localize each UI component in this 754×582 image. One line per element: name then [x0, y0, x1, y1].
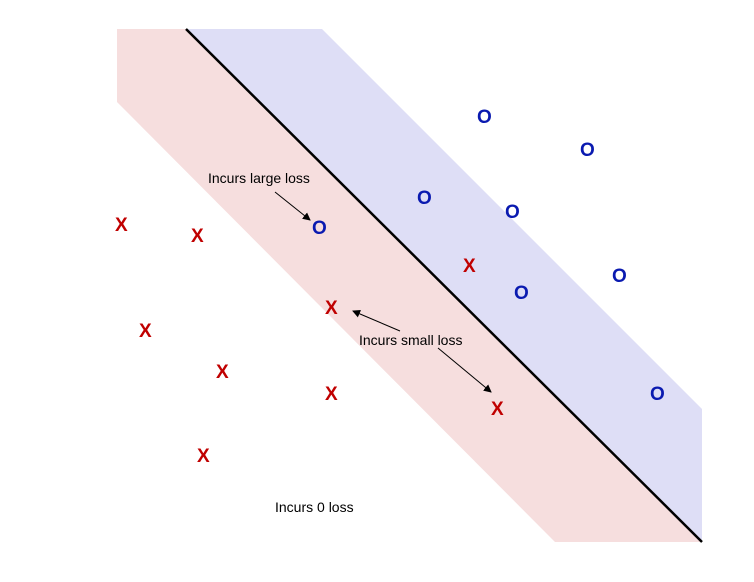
x-point: X: [115, 215, 128, 236]
o-class-points: O O O O O O O O: [312, 107, 665, 405]
x-point: X: [139, 321, 152, 342]
o-point: O: [580, 140, 595, 161]
o-point: O: [505, 202, 520, 223]
small-loss-arrow-up: [352, 310, 401, 332]
negative-margin-band: [117, 29, 702, 542]
small-loss-arrow-down: [437, 347, 492, 393]
o-point: O: [312, 218, 327, 239]
x-point: X: [216, 362, 229, 383]
small-loss-label: Incurs small loss: [359, 332, 462, 348]
x-point: X: [463, 256, 476, 277]
x-point: X: [325, 298, 338, 319]
o-point: O: [612, 266, 627, 287]
x-point: X: [325, 384, 338, 405]
o-point: O: [417, 188, 432, 209]
large-loss-label: Incurs large loss: [208, 170, 310, 186]
zero-loss-label: Incurs 0 loss: [275, 499, 354, 515]
x-class-points: X X X X X X X X X: [115, 215, 504, 467]
decision-boundary-line: [185, 28, 703, 543]
x-point: X: [197, 446, 210, 467]
x-point: X: [191, 226, 204, 247]
o-point: O: [650, 384, 665, 405]
o-point: O: [514, 283, 529, 304]
large-loss-arrow: [274, 191, 311, 221]
x-point: X: [491, 399, 504, 420]
o-point: O: [477, 107, 492, 128]
